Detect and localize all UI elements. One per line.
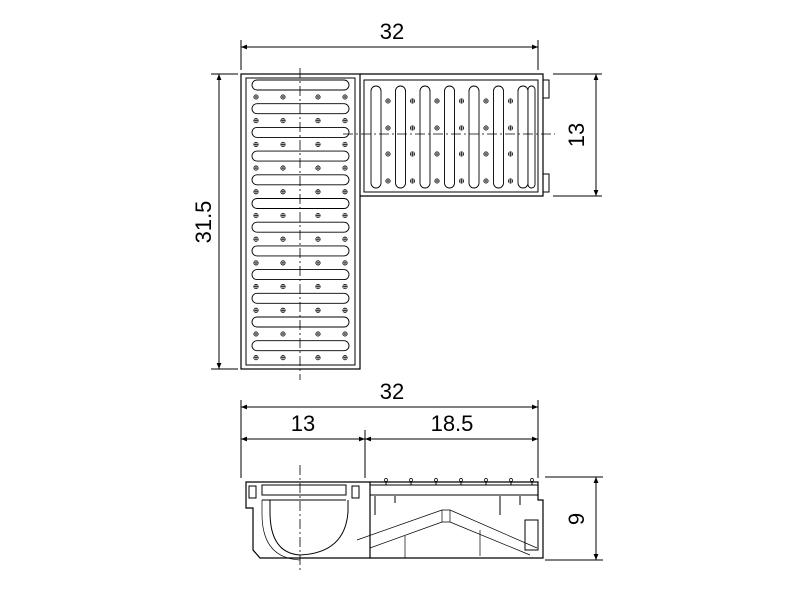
grate-slot (251, 245, 350, 257)
section-pegs (384, 478, 534, 485)
branch-grate-slots (370, 85, 536, 189)
branch-height-label: 13 (564, 123, 589, 147)
end-clip-top (542, 79, 550, 99)
dimension-section-height: 9 (545, 476, 603, 561)
grate-slot (468, 85, 480, 189)
grate-slot (370, 85, 382, 189)
section-view (245, 465, 544, 570)
dimension-left-height: 31.5 (191, 73, 238, 370)
dimension-branch-height: 13 (553, 73, 602, 197)
branch-channel-outline (360, 73, 544, 197)
grate-slot (251, 269, 350, 281)
section-right-width-label: 18.5 (431, 411, 474, 436)
section-height-label: 9 (564, 513, 589, 525)
end-clip-bottom (542, 173, 550, 193)
u-channel-inner (269, 500, 349, 556)
section-slope (356, 509, 538, 549)
vertical-grate-slots (251, 79, 350, 361)
vertical-grate-frame (245, 77, 356, 366)
grate-slot (251, 221, 350, 233)
grate-slot (251, 150, 350, 162)
grate-slot (251, 292, 350, 304)
top-width-label: 32 (380, 19, 404, 44)
dimension-section-total-width: 32 (240, 379, 539, 478)
vertical-channel-outline (240, 73, 361, 370)
dimension-section-right-width: 18.5 (365, 411, 538, 442)
grate-slot (527, 85, 536, 189)
grate-slot (251, 174, 350, 186)
grate-slot (517, 85, 529, 189)
branch-grate-frame (363, 79, 539, 193)
section-total-width-label: 32 (380, 379, 404, 404)
plan-view (240, 68, 555, 380)
grate-slot (419, 85, 431, 189)
grate-slot (251, 103, 350, 115)
grate-slot (395, 85, 406, 189)
end-clips (542, 79, 550, 193)
grate-slot (251, 79, 350, 91)
grate-slot (251, 198, 350, 209)
u-channel-body (245, 481, 371, 559)
section-left-width-label: 13 (291, 411, 315, 436)
grate-slot (251, 126, 350, 138)
grate-slot (251, 340, 350, 352)
grate-slot (493, 85, 504, 189)
dimension-section-left-width: 13 (241, 411, 366, 478)
branch-section-body (370, 481, 544, 559)
grate-slot (444, 85, 455, 189)
left-height-label: 31.5 (191, 201, 216, 244)
grate-slot (251, 316, 350, 328)
section-grate (261, 484, 347, 496)
dimension-top-width: 32 (240, 19, 539, 70)
